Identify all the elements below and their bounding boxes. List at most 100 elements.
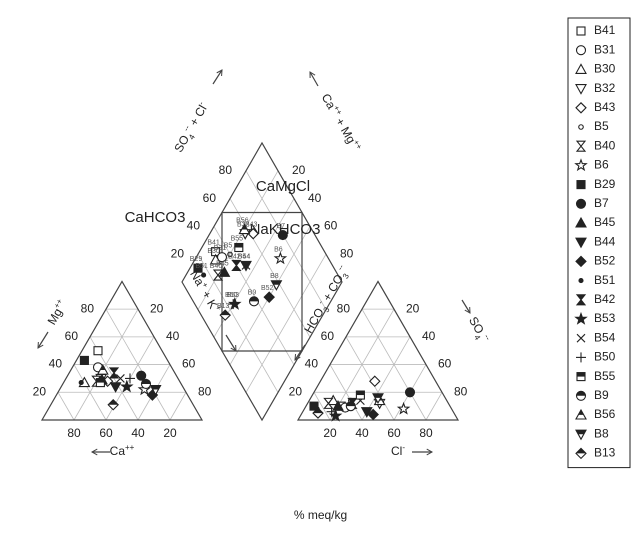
anion-tick-right: 40 (422, 329, 436, 343)
unit-label: % meq/kg (293, 508, 348, 522)
legend-label: B45 (594, 215, 616, 229)
diamond-point-label: B56 (236, 218, 249, 225)
diamond-upper-left-arrow (212, 69, 223, 85)
diamond-point-label: B43 (245, 222, 258, 229)
diamond-tick-upper-left: 40 (187, 219, 201, 233)
legend-label: B31 (594, 42, 616, 56)
diamond-point-label: B40 (210, 263, 223, 270)
cation-point-b29 (79, 355, 89, 365)
legend-label: B41 (594, 23, 616, 37)
legend-label: B32 (594, 81, 616, 95)
anion-triangle-frame (296, 280, 460, 421)
legend-symbol-b53 (574, 311, 588, 325)
anion-point-b8 (372, 393, 384, 404)
cation-tick-left: 60 (65, 329, 79, 343)
cation-triangle-gridline (169, 392, 187, 421)
anion-triangle-gridline (345, 336, 395, 421)
legend: B41B31B30B32B43B5B40B6B29B7B45B44B52B51B… (567, 17, 631, 469)
legend-symbol-b9 (575, 390, 587, 401)
diamond-upper-right-arrow (309, 71, 319, 87)
diamond-point-label: B54 (238, 253, 251, 260)
diamond-point-label: B30 (207, 248, 220, 255)
diamond-point-b56 (238, 223, 251, 235)
anion-point-b13 (312, 407, 324, 419)
water-type-label: NaKHCO3 (250, 221, 321, 238)
legend-symbol-b8 (575, 429, 587, 441)
cation-bottom-axis-label: Ca++ (110, 443, 135, 459)
anion-bottom-axis-label: Cl- (391, 443, 405, 459)
anion-tick-bottom: 20 (323, 426, 337, 440)
legend-label: B50 (594, 350, 616, 364)
legend-symbol-b55 (576, 372, 586, 382)
legend-symbol-b29 (576, 180, 586, 190)
diamond-tick-upper-right: 20 (292, 163, 306, 177)
diamond-point-label: B13 (217, 303, 230, 310)
cation-right-arrow-head (230, 344, 237, 352)
anion-point-b52 (367, 408, 379, 421)
legend-label: B42 (594, 292, 616, 306)
diamond-point-b42 (231, 259, 242, 271)
water-type-label: CaHCO3 (125, 209, 186, 226)
anion-tick-bottom: 40 (355, 426, 369, 440)
diamond-point-b31 (216, 252, 228, 263)
diamond-point-label: B42 (228, 253, 241, 260)
legend-label: B44 (594, 234, 616, 248)
cation-tick-bottom: 40 (131, 426, 145, 440)
diamond-point-b29 (193, 263, 203, 273)
diamond-point-b6 (273, 251, 288, 265)
diamond-upper-left-arrow-head (216, 69, 223, 77)
cation-left-arrow (37, 331, 49, 349)
legend-label: B52 (594, 254, 616, 268)
diamond-point-b8 (270, 280, 283, 291)
sample-points: B41B31B30B32B43B5B40B6B29B7B45B44B52B51B… (78, 218, 416, 422)
legend-symbol-b43 (575, 102, 587, 114)
legend-label: B6 (594, 158, 609, 172)
diamond-point-label: B52 (261, 285, 274, 292)
anion-point-b43 (369, 375, 381, 387)
anion-tick-right: 60 (438, 357, 452, 371)
diamond-gridline (197, 253, 279, 393)
diamond-gridline (245, 170, 327, 310)
anion-triangle-gridline (361, 336, 411, 421)
cation-tick-bottom: 60 (99, 426, 113, 440)
cation-point-b56 (96, 363, 109, 375)
diamond-point-b51 (201, 272, 207, 278)
anion-tick-left: 40 (305, 357, 319, 371)
cation-point-b9 (140, 378, 152, 390)
diamond-tick-upper-right: 40 (308, 191, 322, 205)
diamond-point-label: B9 (248, 289, 257, 296)
legend-symbol-b42 (575, 294, 587, 306)
diagram-frames (40, 141, 460, 422)
anion-left-arrow-head (294, 353, 301, 361)
anion-point-b40 (323, 397, 334, 409)
diamond-point-b9 (248, 296, 260, 307)
legend-symbol-b7 (575, 198, 587, 209)
diamond-point-label: B51 (195, 263, 208, 270)
diamond-point-b7 (277, 230, 288, 241)
legend-symbol-b40 (575, 140, 587, 152)
legend-label: B43 (594, 100, 616, 114)
diamond-point-b13 (219, 309, 231, 321)
anion-point-b6 (396, 401, 411, 415)
anion-tick-left: 60 (321, 329, 335, 343)
legend-label: B56 (594, 407, 616, 421)
anion-point-b45 (332, 400, 344, 411)
cation-tick-bottom: 80 (67, 426, 81, 440)
anion-triangle-gridline (425, 392, 443, 421)
diamond-point-label: B45 (216, 260, 229, 267)
anion-triangle-gridline (329, 364, 363, 421)
legend-symbol-b13 (575, 447, 587, 460)
legend-symbol-b31 (575, 45, 587, 56)
diamond-tick-upper-right: 80 (340, 246, 354, 260)
diamond-point-label: B5 (224, 242, 233, 249)
legend-label: B40 (594, 138, 616, 152)
legend-symbol-b30 (575, 63, 587, 74)
diamond-tick-upper-left: 20 (171, 246, 185, 260)
legend-label: B5 (594, 119, 609, 133)
diamond-tick-upper-right: 60 (324, 219, 338, 233)
legend-symbol-b6 (574, 158, 588, 172)
legend-label: B55 (594, 369, 616, 383)
cation-right-arrow (225, 334, 237, 352)
